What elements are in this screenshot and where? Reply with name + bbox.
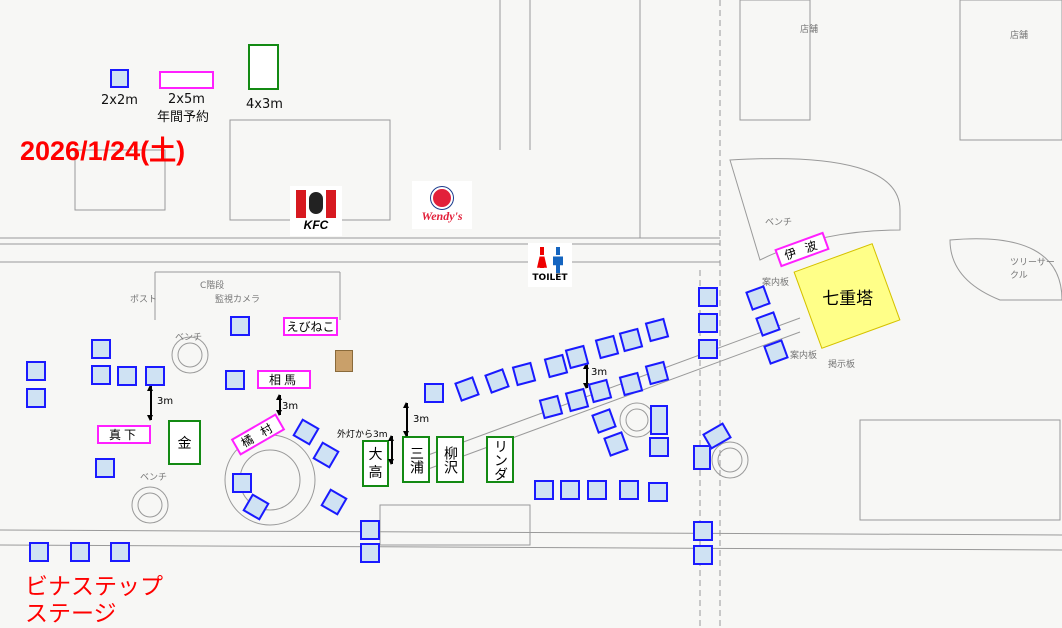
kfc-colonel-icon <box>296 190 336 218</box>
booth-4x3-kin[interactable]: 金 <box>168 420 201 465</box>
distance-label: 3m <box>413 414 430 425</box>
booth-4x3-otaka[interactable]: 大高 <box>362 440 389 487</box>
booth-2x2[interactable] <box>619 480 639 500</box>
legend-2x5-swatch <box>159 71 214 89</box>
stage-label-line1: ビナステップ <box>25 573 163 599</box>
booth-2x2[interactable] <box>649 437 669 457</box>
distance-arrow <box>583 363 589 389</box>
booth-label: 柳沢 <box>442 445 458 474</box>
distance-label: 3m <box>591 367 608 378</box>
booth-2x2[interactable] <box>648 482 668 502</box>
toilet-sign: TOILET <box>528 243 572 287</box>
booth-2x2[interactable] <box>230 316 250 336</box>
booth-2x5-soma[interactable]: 相馬 <box>257 370 311 389</box>
distance-label: 3m <box>282 401 299 412</box>
booth-label: 相馬 <box>268 373 299 387</box>
wendys-face-icon <box>431 186 453 209</box>
booth-4x3-yanagisawa[interactable]: 柳沢 <box>436 436 464 483</box>
map-label-shop: 店舗 <box>1010 31 1029 41</box>
distance-arrow <box>388 435 394 465</box>
wendys-logo: Wendy's <box>412 181 472 229</box>
distance-arrow <box>147 385 153 421</box>
distance-label: 3m <box>157 396 174 407</box>
stage-label-line2: ステージ <box>25 600 117 626</box>
booth-2x2[interactable] <box>360 520 380 540</box>
booth-2x2[interactable] <box>26 388 46 408</box>
booth-2x2[interactable] <box>29 542 49 562</box>
booth-2x2[interactable] <box>91 339 111 359</box>
kfc-text: KFC <box>303 218 329 232</box>
booth-2x2[interactable] <box>95 458 115 478</box>
event-date: 2026/1/24(土) <box>20 136 186 166</box>
booth-2x2[interactable] <box>693 545 713 565</box>
booth-2x2[interactable] <box>560 480 580 500</box>
booth-2x2[interactable] <box>26 361 46 381</box>
booth-4x3-linda[interactable]: リンダ <box>486 436 514 483</box>
legend-2x2-swatch <box>110 69 129 88</box>
shrine-box-icon <box>335 350 353 372</box>
booth-2x2[interactable] <box>698 313 718 333</box>
map-label-post: ポスト <box>130 295 158 305</box>
booth-label: 金 <box>177 435 192 452</box>
kfc-logo: KFC <box>290 186 342 236</box>
map-label-tree: ツリーサークル <box>1010 258 1055 281</box>
booth-2x2[interactable] <box>698 287 718 307</box>
map-label-info: 案内板 <box>762 278 790 288</box>
map-label-camera: 監視カメラ <box>215 295 261 305</box>
booth-label: 三浦 <box>408 445 424 474</box>
map-label-stairs: C階段 <box>200 281 225 291</box>
booth-2x2[interactable] <box>117 366 137 386</box>
wendys-text: Wendy's <box>421 208 463 223</box>
map-label-shop: 店舗 <box>800 25 819 35</box>
booth-2x2[interactable] <box>587 480 607 500</box>
map-label-notice: 掲示板 <box>828 360 856 370</box>
booth-2x2[interactable] <box>693 444 711 470</box>
map-label-bench: ベンチ <box>140 473 168 483</box>
booth-2x2[interactable] <box>91 365 111 385</box>
pagoda-label: 七重塔 <box>821 288 873 309</box>
map-label-bench: ベンチ <box>175 333 203 343</box>
booth-2x2[interactable] <box>693 521 713 541</box>
booth-2x2[interactable] <box>110 542 130 562</box>
legend-4x3-label: 4x3m <box>246 97 283 112</box>
legend-2x2-label: 2x2m <box>101 93 138 108</box>
booth-2x5-mashita[interactable]: 真下 <box>97 425 151 444</box>
booth-2x2[interactable] <box>70 542 90 562</box>
booth-2x2[interactable] <box>534 480 554 500</box>
booth-label: 大高 <box>368 446 383 481</box>
booth-label: 真下 <box>108 428 139 442</box>
distance-arrow <box>276 394 282 416</box>
booth-2x5-ebineko[interactable]: えびねこ <box>283 317 338 336</box>
booth-2x2[interactable] <box>360 543 380 563</box>
toilet-text: TOILET <box>532 273 568 283</box>
booth-4x3-miura[interactable]: 三浦 <box>402 436 430 483</box>
booth-2x2[interactable] <box>225 370 245 390</box>
booth-2x2[interactable] <box>650 405 668 435</box>
distance-arrow <box>403 402 409 437</box>
legend-4x3-swatch <box>248 44 279 90</box>
booth-2x2[interactable] <box>145 366 165 386</box>
streetlight-distance-label: 外灯から3m <box>337 430 388 440</box>
toilet-icon <box>537 247 563 273</box>
map-label-bench: ベンチ <box>765 218 793 228</box>
booth-label: えびねこ <box>286 320 335 334</box>
legend-2x5-note: 年間予約 <box>157 110 210 125</box>
booth-2x2[interactable] <box>698 339 718 359</box>
booth-2x2[interactable] <box>232 473 252 493</box>
map-label-info: 案内板 <box>790 351 818 361</box>
legend-2x5-label: 2x5m <box>168 92 205 107</box>
booth-label: リンダ <box>492 438 508 481</box>
booth-2x2[interactable] <box>424 383 444 403</box>
